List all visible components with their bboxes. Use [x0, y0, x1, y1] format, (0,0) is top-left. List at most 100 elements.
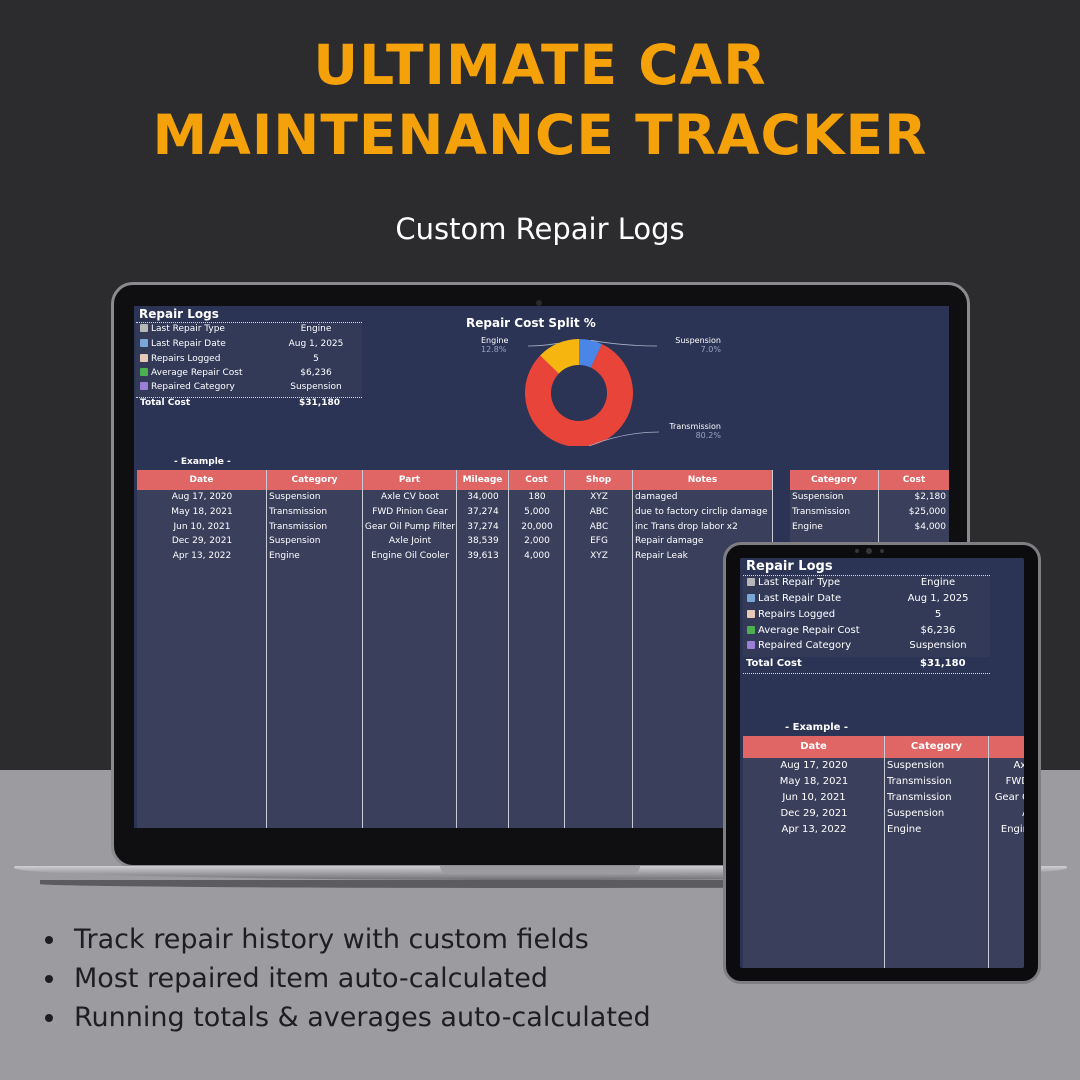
summary-value: Suspension	[909, 640, 967, 651]
summary-row: Last Repair Date Aug 1, 2025	[136, 339, 362, 353]
table-cell: $2,180	[914, 492, 947, 502]
donut-slice-transmission	[525, 344, 633, 446]
summary-value: 5	[934, 609, 942, 620]
hero-title-line1: ULTIMATE CAR	[313, 33, 767, 97]
table-cell: inc Trans drop labor x2	[635, 521, 738, 532]
table-cell: 20,000	[521, 521, 553, 532]
table-cell: 37,274	[467, 506, 499, 517]
table-cell: 38,539	[467, 536, 499, 547]
table-cell: Jun 10, 2021	[173, 521, 231, 532]
table-cell: ABC	[589, 521, 609, 532]
sheet-title: Repair Logs	[139, 307, 219, 321]
table-cell: XYZ	[590, 492, 608, 502]
hero-subtitle: Custom Repair Logs	[395, 212, 685, 246]
summary-label: Repaired Category	[758, 640, 852, 651]
table-cell: Gear C	[994, 792, 1024, 803]
table-cell: $4,000	[914, 521, 947, 532]
calendar-icon	[140, 339, 148, 347]
table-cell: EFG	[590, 536, 608, 547]
summary-row: Last Repair Type Engine	[743, 577, 990, 592]
summary-label: Average Repair Cost	[758, 625, 860, 636]
summary-value: $6,236	[920, 625, 956, 636]
table-header-cell: Shop	[565, 470, 633, 490]
table-cell: Engine	[792, 521, 823, 532]
summary-value: 5	[313, 354, 319, 364]
donut-slice-suspension	[579, 339, 602, 368]
summary-value: Suspension	[290, 382, 342, 392]
summary-row: Average Repair Cost $6,236	[743, 625, 990, 640]
calendar-icon	[747, 594, 755, 602]
leader-line	[527, 342, 558, 347]
wrench-icon	[140, 324, 148, 332]
table-header-cell	[989, 736, 1024, 758]
table-cell: Transmission	[269, 521, 328, 532]
table-header-cell: Cost	[879, 470, 949, 490]
total-cost-label: Total Cost	[140, 398, 191, 408]
summary-row: Last Repair Date Aug 1, 2025	[743, 593, 990, 608]
wrench-icon	[747, 578, 755, 586]
column-divider	[884, 736, 885, 968]
table-cell: Transmission	[269, 506, 328, 517]
example-label: - Example -	[174, 457, 231, 467]
table-cell: XYZ	[590, 551, 608, 562]
summary-label: Last Repair Date	[151, 339, 226, 349]
table-header-cell: Part	[363, 470, 457, 490]
table-cell: Transmission	[887, 776, 952, 787]
table-cell: Aug 17, 2020	[780, 760, 848, 771]
table-cell: Aug 17, 2020	[171, 492, 233, 502]
money-icon	[140, 368, 148, 376]
summary-row: Repairs Logged 5	[743, 609, 990, 624]
table-header-cell: Date	[137, 470, 267, 490]
summary-value: Aug 1, 2025	[907, 593, 969, 604]
summary-label: Repairs Logged	[758, 609, 836, 620]
column-divider	[456, 470, 457, 828]
summary-label: Repaired Category	[151, 382, 235, 392]
slice-label: Suspension	[675, 336, 721, 345]
table-cell: Transmission	[887, 792, 952, 803]
summary-value: Engine	[920, 577, 956, 588]
table-cell: 39,613	[467, 551, 499, 562]
table-cell: Gear Oil Pump Filter	[364, 521, 456, 532]
feature-bullet: Running totals & averages auto-calculate…	[45, 998, 651, 1037]
table-cell: Engine	[887, 824, 922, 835]
tablet-sensor	[855, 549, 859, 553]
summary-label: Average Repair Cost	[151, 368, 243, 378]
leader-line	[590, 339, 658, 347]
table-header-cell: Notes	[633, 470, 773, 490]
table-cell: FWD	[1005, 776, 1024, 787]
tablet-screen: Repair Logs Last Repair Type Engine Last…	[740, 558, 1024, 968]
table-cell: $25,000	[908, 506, 946, 517]
laptop-shadow	[40, 880, 1040, 888]
table-header-cell: Category	[267, 470, 363, 490]
summary-row: Repairs Logged 5	[136, 354, 362, 368]
table-cell: May 18, 2021	[779, 776, 849, 787]
table-cell: due to factory circlip damage	[635, 506, 768, 517]
clipboard-icon	[747, 610, 755, 618]
table-header-cell: Date	[743, 736, 885, 758]
table-cell: Suspension	[887, 760, 945, 771]
summary-label: Last Repair Type	[151, 324, 225, 334]
feature-list: Track repair history with custom fields …	[45, 920, 651, 1037]
table-cell: Dec 29, 2021	[780, 808, 848, 819]
table-cell: Suspension	[792, 492, 844, 502]
table-cell: Suspension	[269, 492, 321, 502]
table-cell: Engin	[1000, 824, 1024, 835]
table-cell: 4,000	[524, 551, 550, 562]
table-cell: Dec 29, 2021	[171, 536, 233, 547]
summary-value: Engine	[300, 324, 332, 334]
slice-value-label: 7.0%	[701, 345, 722, 354]
hero-title-line2: MAINTENANCE TRACKER	[152, 103, 928, 167]
table-cell: Suspension	[887, 808, 945, 819]
table-cell: 180	[528, 492, 546, 502]
table-cell: 2,000	[524, 536, 550, 547]
table-cell: 34,000	[467, 492, 499, 502]
table-cell: Axle Joint	[388, 536, 432, 547]
hero-title: ULTIMATE CAR MAINTENANCE TRACKER	[0, 30, 1080, 170]
table-cell: FWD Pinion Gear	[372, 506, 448, 517]
table-cell: 37,274	[467, 521, 499, 532]
example-label: - Example -	[785, 722, 849, 733]
total-cost-label: Total Cost	[746, 658, 802, 669]
table-cell: Transmission	[792, 506, 851, 517]
summary-label: Last Repair Date	[758, 593, 842, 604]
